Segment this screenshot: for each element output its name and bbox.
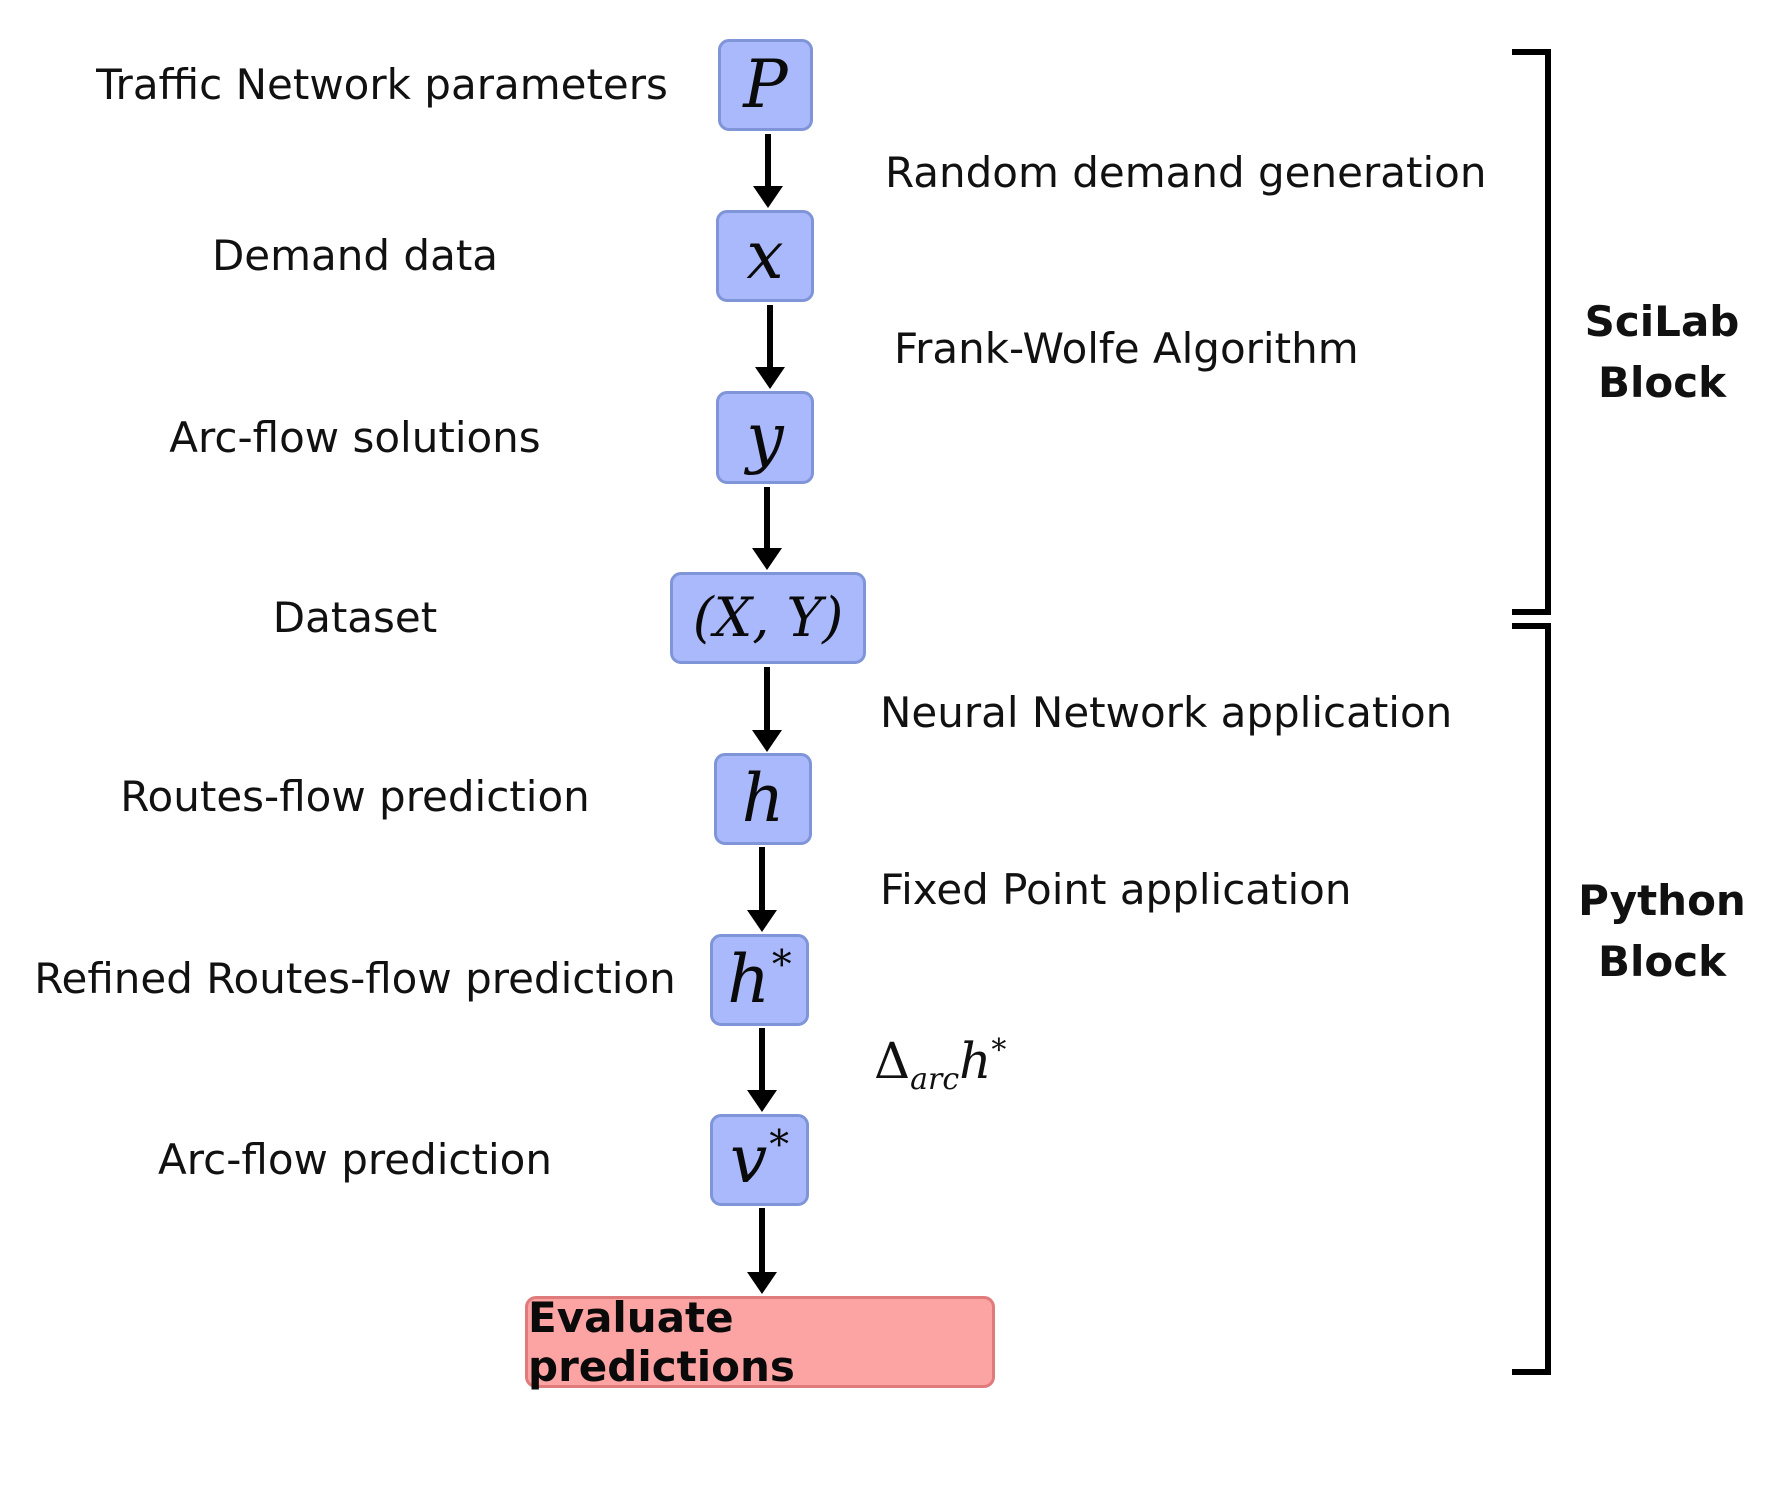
node-y: y [716,391,814,484]
label-arc-flow-prediction: Arc-flow prediction [158,1135,552,1184]
label-arc-flow-solutions: Arc-flow solutions [169,413,541,462]
vstar-superscript: * [769,1122,790,1169]
label-routes-flow-prediction: Routes-flow prediction [120,772,590,821]
python-bracket [1512,623,1551,1375]
node-hstar: h* [710,934,809,1026]
arrowhead-h-to-hstar [747,910,777,932]
node-vstar: v* [710,1114,809,1206]
step-neural-network-application: Neural Network application [880,688,1453,737]
step-random-demand-generation: Random demand generation [885,148,1487,197]
python-block-label: Python Block [1578,876,1746,986]
evaluate-predictions-node: Evaluate predictions [525,1293,995,1391]
label-dataset: Dataset [272,593,438,642]
label-demand-data: Demand data [211,231,499,280]
arrowhead-x-to-y [755,367,785,389]
node-x: x [716,210,814,302]
arrowhead-vstar-to-eval [747,1272,777,1294]
arrowhead-y-to-xy [752,548,782,570]
arrowhead-p-to-x [753,186,783,208]
arrowhead-xy-to-h [752,730,782,752]
node-xy: (X, Y) [670,572,866,664]
node-p: P [718,39,813,131]
node-h: h [714,753,812,845]
label-traffic-network-parameters: Traffic Network parameters [96,60,668,109]
arrowhead-hstar-to-vstar [747,1090,777,1112]
step-fixed-point-application: Fixed Point application [880,865,1352,914]
scilab-bracket [1512,49,1551,615]
hstar-superscript: * [771,942,792,989]
label-refined-routes-flow-prediction: Refined Routes-flow prediction [34,954,676,1003]
step-frank-wolfe-algorithm: Frank-Wolfe Algorithm [894,324,1359,373]
scilab-block-label: SciLab Block [1584,297,1740,407]
delta-arc-operator: Δarch* [874,1032,1007,1097]
